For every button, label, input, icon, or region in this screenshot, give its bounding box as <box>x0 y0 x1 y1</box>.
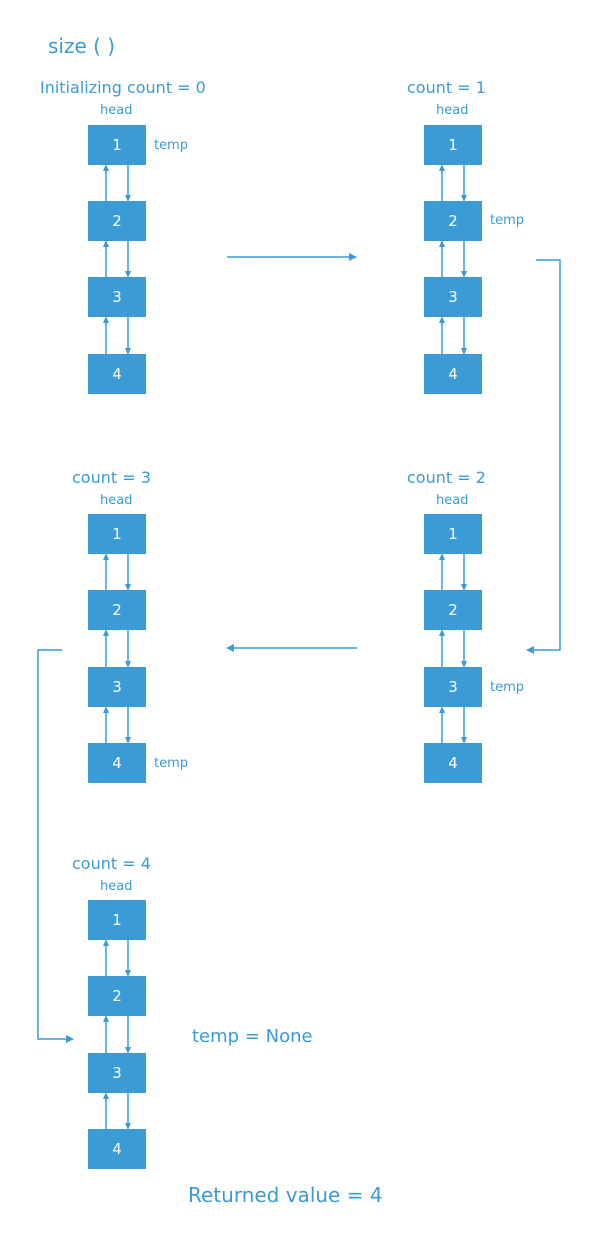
head-label-2: head <box>436 493 469 508</box>
count-label-2: count = 2 <box>407 468 486 487</box>
list-node-3-3: 3 <box>88 667 146 707</box>
list-node-2-3: 3 <box>424 667 482 707</box>
list-node-4-2: 2 <box>88 976 146 1016</box>
temp-none-label: temp = None <box>192 1026 313 1047</box>
temp-label-3: temp <box>154 756 189 771</box>
list-node-0-1: 1 <box>88 125 146 165</box>
list-node-2-4: 4 <box>424 743 482 783</box>
result-label: Returned value = 4 <box>188 1183 383 1207</box>
transition-arrow-1-2 <box>526 259 561 654</box>
list-node-3-2: 2 <box>88 590 146 630</box>
list-node-0-2: 2 <box>88 201 146 241</box>
count-label-4: count = 4 <box>72 854 151 873</box>
temp-label-1: temp <box>490 213 525 228</box>
list-node-0-4: 4 <box>88 354 146 394</box>
temp-label-2: temp <box>490 680 525 695</box>
list-node-1-2: 2 <box>424 201 482 241</box>
page-title: size ( ) <box>48 34 116 58</box>
count-label-0: Initializing count = 0 <box>40 78 206 97</box>
list-node-2-1: 1 <box>424 514 482 554</box>
list-node-1-1: 1 <box>424 125 482 165</box>
head-label-3: head <box>100 493 133 508</box>
list-node-4-1: 1 <box>88 900 146 940</box>
list-node-2-2: 2 <box>424 590 482 630</box>
count-label-3: count = 3 <box>72 468 151 487</box>
list-node-0-3: 3 <box>88 277 146 317</box>
head-label-4: head <box>100 879 133 894</box>
list-node-3-4: 4 <box>88 743 146 783</box>
list-node-3-1: 1 <box>88 514 146 554</box>
list-node-4-4: 4 <box>88 1129 146 1169</box>
list-node-1-3: 3 <box>424 277 482 317</box>
head-label-1: head <box>436 103 469 118</box>
head-label-0: head <box>100 103 133 118</box>
count-label-1: count = 1 <box>407 78 486 97</box>
list-node-1-4: 4 <box>424 354 482 394</box>
temp-label-0: temp <box>154 138 189 153</box>
transition-arrow-3-4 <box>37 649 74 1043</box>
list-node-4-3: 3 <box>88 1053 146 1093</box>
